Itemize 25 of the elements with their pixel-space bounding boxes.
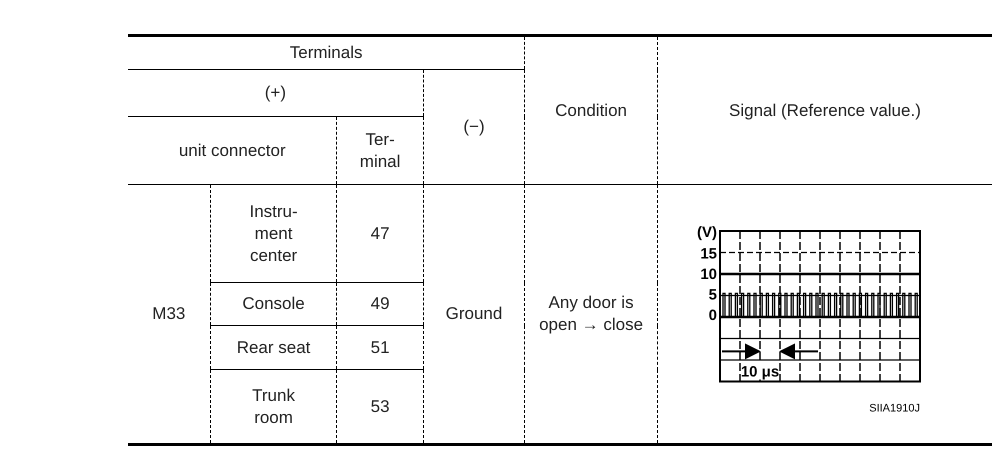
cell-text: Console <box>242 293 305 315</box>
axis-tick-label: 5 <box>708 286 717 304</box>
cell-text: Ground <box>446 303 502 325</box>
figure-code: SIIA1910J <box>869 402 920 414</box>
column-header: (+) <box>264 82 286 104</box>
column-header: Condition <box>555 100 627 122</box>
cell-text: Rear seat <box>236 336 310 358</box>
axis-tick-label: 10 <box>700 266 717 283</box>
cell-text: Any door is open → close <box>538 292 644 336</box>
cell-text: Trunk room <box>251 384 296 428</box>
cell-text: 51 <box>370 336 390 358</box>
cell-text: Instru- ment center <box>248 200 299 266</box>
cell-text: 53 <box>370 396 390 418</box>
axis-unit: (V) <box>696 224 717 241</box>
column-header: unit connector <box>178 140 287 162</box>
column-header: Ter- minal <box>358 128 402 172</box>
axis-tick-label: 0 <box>708 307 717 324</box>
dimension-label: 10 μs <box>740 364 780 380</box>
column-header: Signal (Reference value.) <box>729 100 921 122</box>
cell-text: 49 <box>370 293 390 315</box>
cell-text: M33 <box>152 303 186 325</box>
axis-tick-label: 15 <box>700 246 717 262</box>
cell-text: 47 <box>370 222 390 244</box>
column-header: (−) <box>463 116 485 138</box>
column-header: Terminals <box>290 42 362 64</box>
